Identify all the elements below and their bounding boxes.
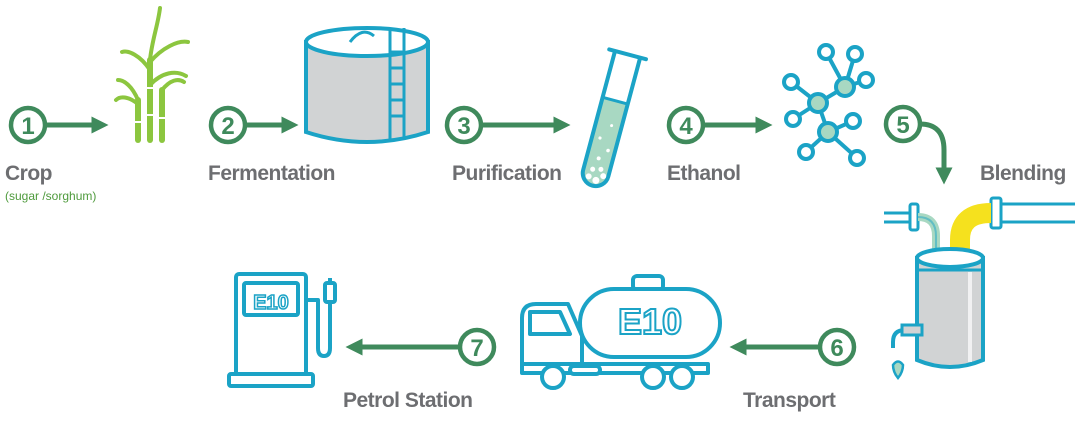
tanker-truck-icon xyxy=(520,274,722,390)
molecule-icon xyxy=(782,43,875,167)
truck-e10-text: E10 xyxy=(618,301,682,342)
step-5-badge: 5 xyxy=(883,104,923,144)
step-3-label: Purification xyxy=(452,162,562,185)
step-5-number: 5 xyxy=(896,112,909,139)
step-1-sublabel: (sugar /sorghum) xyxy=(5,189,96,203)
step-6-label: Transport xyxy=(743,389,836,412)
fermentation-tank-icon xyxy=(304,26,430,144)
fuel-pump-icon xyxy=(227,272,337,388)
step-7-badge: 7 xyxy=(457,327,497,367)
step-6-number: 6 xyxy=(830,335,843,362)
arrow-5-blend xyxy=(919,121,953,185)
step-7-number: 7 xyxy=(470,335,483,362)
blending-tank-icon xyxy=(884,196,1075,380)
step-1-number: 1 xyxy=(21,113,34,140)
pump-e10-text: E10 xyxy=(253,292,289,314)
step-6-badge: 6 xyxy=(817,327,857,367)
sugarcane-icon xyxy=(114,6,190,143)
step-2-badge: 2 xyxy=(208,105,248,145)
step-2-number: 2 xyxy=(221,113,234,140)
step-4-label: Ethanol xyxy=(667,162,741,185)
step-1-badge: 1 xyxy=(8,105,48,145)
step-3-number: 3 xyxy=(457,113,470,140)
step-4-number: 4 xyxy=(679,113,693,140)
step-3-badge: 3 xyxy=(444,105,484,145)
step-1-label: Crop xyxy=(5,162,52,185)
step-7-label: Petrol Station xyxy=(343,389,473,412)
step-2-label: Fermentation xyxy=(208,162,335,185)
step-4-badge: 4 xyxy=(666,105,706,145)
step-5-label: Blending xyxy=(980,162,1066,185)
test-tube-icon xyxy=(580,47,648,189)
